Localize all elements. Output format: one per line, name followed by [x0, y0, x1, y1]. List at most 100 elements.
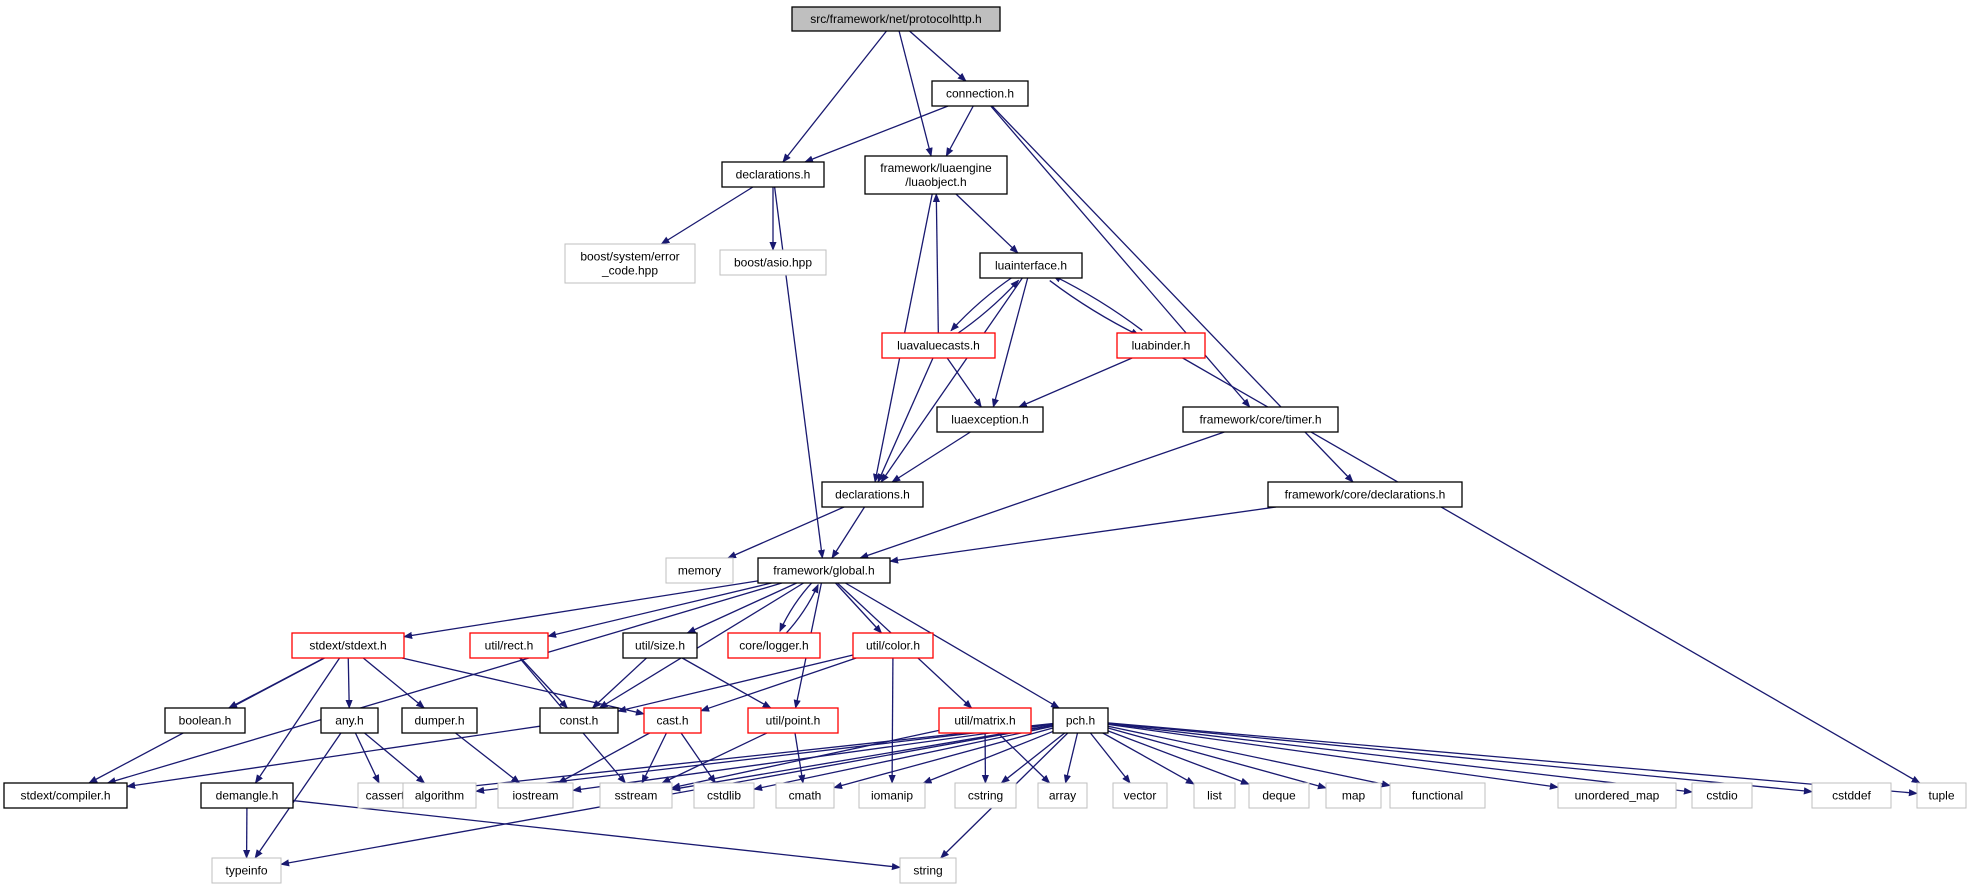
edge-color-to-iomanip	[888, 657, 896, 784]
node-size[interactable]: util/size.h	[622, 632, 698, 659]
node-vector[interactable]: vector	[1112, 782, 1168, 809]
node-label: deque	[1262, 789, 1296, 803]
node-declarations-net[interactable]: declarations.h	[721, 161, 825, 188]
node-boost-asio[interactable]: boost/asio.hpp	[719, 249, 827, 276]
edge-rect-to-const	[520, 657, 568, 709]
node-luainterface[interactable]: luainterface.h	[979, 252, 1083, 279]
node-label: cassert	[366, 789, 405, 803]
node-algorithm[interactable]: algorithm	[402, 782, 477, 809]
node-map[interactable]: map	[1325, 782, 1382, 809]
edge-luainterface-to-luabinder	[1049, 280, 1140, 337]
edge-pch-to-cstdio	[1107, 723, 1693, 795]
node-connection[interactable]: connection.h	[931, 80, 1029, 107]
node-label: iomanip	[871, 789, 913, 803]
node-demangle[interactable]: demangle.h	[200, 782, 294, 809]
node-luaobject[interactable]: framework/luaengine/luaobject.h	[864, 155, 1008, 195]
edge-luabinder-to-luaexception	[1018, 357, 1133, 408]
node-color[interactable]: util/color.h	[852, 632, 934, 659]
node-label: declarations.h	[736, 168, 811, 182]
edge-any-to-cassert	[354, 732, 380, 784]
node-array[interactable]: array	[1037, 782, 1088, 809]
node-string[interactable]: string	[899, 857, 957, 884]
node-typeinfo[interactable]: typeinfo	[211, 857, 282, 884]
edge-point-to-sstream	[661, 732, 768, 784]
node-point[interactable]: util/point.h	[747, 707, 839, 734]
node-tuple[interactable]: tuple	[1916, 782, 1967, 809]
node-box	[1691, 782, 1753, 809]
node-core-declarations[interactable]: framework/core/declarations.h	[1267, 481, 1463, 508]
node-iomanip[interactable]: iomanip	[858, 782, 926, 809]
edge-luaexception-to-declarations_lua	[891, 431, 971, 483]
node-iostream[interactable]: iostream	[497, 782, 574, 809]
node-compiler[interactable]: stdext/compiler.h	[3, 782, 128, 809]
node-cstddef[interactable]: cstddef	[1811, 782, 1892, 809]
node-boolean[interactable]: boolean.h	[164, 707, 246, 734]
node-box	[291, 632, 405, 659]
edge-luavaluecasts-to-luainterface	[954, 279, 1020, 336]
node-label: util/size.h	[635, 639, 685, 653]
node-memory[interactable]: memory	[665, 557, 734, 584]
node-luavaluecasts[interactable]: luavaluecasts.h	[881, 332, 996, 359]
edge-pch-to-list	[1102, 732, 1195, 785]
node-box	[497, 782, 574, 809]
node-logger[interactable]: core/logger.h	[727, 632, 821, 659]
edge-timer-to-global	[859, 431, 1225, 559]
edge-global-to-color	[835, 582, 883, 634]
node-box	[979, 252, 1083, 279]
node-label: array	[1049, 789, 1076, 803]
edge-luaobject-to-luainterface	[955, 193, 1019, 254]
node-label: declarations.h	[835, 488, 910, 502]
node-cstring[interactable]: cstring	[954, 782, 1017, 809]
node-box	[622, 632, 698, 659]
node-cstdlib[interactable]: cstdlib	[693, 782, 755, 809]
edge-size-to-point	[681, 657, 772, 709]
node-label: framework/global.h	[773, 564, 874, 578]
node-label: list	[1207, 789, 1222, 803]
node-matrix[interactable]: util/matrix.h	[938, 707, 1032, 734]
node-boost-error[interactable]: boost/system/error_code.hpp	[564, 243, 696, 284]
node-label: functional	[1412, 789, 1463, 803]
node-box	[1267, 481, 1463, 508]
node-const[interactable]: const.h	[539, 707, 619, 734]
node-pch[interactable]: pch.h	[1052, 707, 1109, 734]
nodes: src/framework/net/protocolhttp.h connecti…	[3, 6, 1967, 884]
node-dumper[interactable]: dumper.h	[401, 707, 478, 734]
node-box	[931, 80, 1029, 107]
node-luabinder[interactable]: luabinder.h	[1116, 332, 1206, 359]
node-deque[interactable]: deque	[1248, 782, 1310, 809]
node-box	[564, 243, 696, 284]
node-sstream[interactable]: sstream	[599, 782, 673, 809]
edge-dumper-to-iostream	[455, 732, 521, 784]
node-label: /luaobject.h	[905, 175, 966, 189]
node-global[interactable]: framework/global.h	[757, 557, 891, 584]
node-root[interactable]: src/framework/net/protocolhttp.h	[791, 6, 1001, 32]
node-label: framework/luaengine	[880, 161, 992, 175]
node-label: src/framework/net/protocolhttp.h	[810, 12, 981, 26]
edge-point-to-cmath	[794, 732, 806, 784]
node-declarations-lua[interactable]: declarations.h	[821, 481, 924, 508]
node-functional[interactable]: functional	[1389, 782, 1486, 809]
node-box	[1037, 782, 1088, 809]
edge-stdext-to-cast	[401, 657, 645, 716]
node-any[interactable]: any.h	[320, 707, 379, 734]
node-stdext[interactable]: stdext/stdext.h	[291, 632, 405, 659]
node-cmath[interactable]: cmath	[775, 782, 835, 809]
node-label: cstdio	[1706, 789, 1738, 803]
edge-pch-to-deque	[1107, 730, 1250, 785]
edge-global-to-const	[598, 582, 804, 709]
node-box	[1389, 782, 1486, 809]
node-rect[interactable]: util/rect.h	[469, 632, 549, 659]
node-cstdio[interactable]: cstdio	[1691, 782, 1753, 809]
node-label: pch.h	[1066, 714, 1095, 728]
node-luaexception[interactable]: luaexception.h	[936, 406, 1044, 433]
node-cast[interactable]: cast.h	[643, 707, 702, 734]
node-unordered-map[interactable]: unordered_map	[1557, 782, 1677, 809]
node-label: util/matrix.h	[954, 714, 1015, 728]
node-label: vector	[1124, 789, 1157, 803]
node-box	[469, 632, 549, 659]
edge-cast-to-cstdlib	[680, 732, 716, 784]
node-timer[interactable]: framework/core/timer.h	[1182, 406, 1339, 433]
node-box	[1811, 782, 1892, 809]
node-list[interactable]: list	[1193, 782, 1236, 809]
